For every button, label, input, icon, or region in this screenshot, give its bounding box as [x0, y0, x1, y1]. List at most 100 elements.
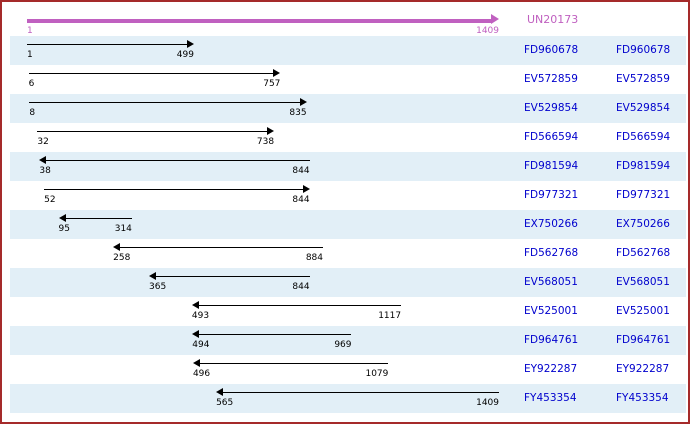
hit-end-coord: 835: [289, 108, 307, 118]
hsp-bar[interactable]: [37, 131, 268, 132]
hsp-bar[interactable]: [120, 247, 323, 248]
hit-start-coord: 38: [39, 166, 51, 176]
hit-start-coord: 95: [58, 224, 70, 234]
hit-row-band: [10, 181, 686, 210]
hsp-bar[interactable]: [199, 363, 389, 364]
hit-accession-link[interactable]: EV572859: [524, 73, 578, 85]
hit-end-coord: 499: [176, 50, 194, 60]
hsp-arrow-head-icon: [39, 156, 47, 164]
hsp-bar[interactable]: [46, 160, 310, 161]
hit-row: 32 738 FD566594 FD566594: [2, 123, 688, 152]
hit-row: 565 1409 FY453354 FY453354: [2, 384, 688, 413]
hit-accession-link[interactable]: EY922287: [524, 363, 578, 375]
hit-accession-link[interactable]: FD960678: [524, 44, 579, 56]
hit-accession-link[interactable]: FD562768: [524, 247, 579, 259]
hit-start-coord: 52: [44, 195, 56, 205]
hit-row-band: [10, 210, 686, 239]
hit-accession-link-secondary[interactable]: EV572859: [616, 73, 670, 85]
hsp-bar[interactable]: [156, 276, 310, 277]
hit-rows: 1 499 FD960678 FD960678 6 757 EV572859 EV572859…: [2, 36, 688, 413]
hit-row: 38 844 FD981594 FD981594: [2, 152, 688, 181]
hsp-bar[interactable]: [65, 218, 132, 219]
hit-end-coord: 1117: [378, 311, 402, 321]
hsp-bar[interactable]: [223, 392, 499, 393]
hit-row-band: [10, 123, 686, 152]
hsp-arrow-head-icon: [302, 185, 310, 193]
hsp-arrow-head-icon: [192, 330, 200, 338]
hit-row-band: [10, 297, 686, 326]
hit-accession-link[interactable]: FD977321: [524, 189, 579, 201]
hit-end-coord: 844: [292, 282, 310, 292]
hsp-arrow-head-icon: [186, 40, 194, 48]
hit-row-band: [10, 384, 686, 413]
hsp-arrow-head-icon: [267, 127, 275, 135]
hit-end-coord: 738: [256, 137, 275, 147]
hit-row-band: [10, 239, 686, 268]
hit-end-coord: 1079: [365, 369, 389, 379]
hsp-bar[interactable]: [198, 305, 402, 306]
hit-row: 496 1079 EY922287 EY922287: [2, 355, 688, 384]
hsp-bar[interactable]: [28, 73, 274, 74]
hit-accession-link-secondary[interactable]: FD977321: [616, 189, 671, 201]
hsp-bar[interactable]: [27, 44, 187, 45]
hit-accession-link-secondary[interactable]: FD981594: [616, 160, 671, 172]
hsp-bar[interactable]: [199, 334, 352, 335]
hit-accession-link[interactable]: FD566594: [524, 131, 579, 143]
query-start-coord: 1: [27, 26, 33, 36]
hit-end-coord: 1409: [476, 398, 499, 408]
hit-start-coord: 1: [27, 50, 33, 60]
hit-row-band: [10, 94, 686, 123]
hit-start-coord: 32: [37, 137, 49, 147]
hsp-arrow-head-icon: [273, 69, 281, 77]
query-bar: [27, 19, 491, 23]
hit-end-coord: 844: [292, 166, 310, 176]
hit-row-band: [10, 268, 686, 297]
hit-accession-link-secondary[interactable]: FY453354: [616, 392, 669, 404]
hit-end-coord: 757: [263, 79, 281, 89]
hit-accession-link-secondary[interactable]: EY922287: [616, 363, 670, 375]
hit-start-coord: 494: [192, 340, 210, 350]
hit-accession-link[interactable]: EV529854: [524, 102, 578, 114]
query-end-coord: 1409: [476, 26, 499, 36]
hit-row: 493 1117 EV525001 EV525001: [2, 297, 688, 326]
hit-accession-link[interactable]: FD964761: [524, 334, 579, 346]
hit-end-coord: 884: [305, 253, 323, 263]
hsp-arrow-head-icon: [113, 243, 121, 251]
hit-accession-link[interactable]: EV568051: [524, 276, 578, 288]
hit-accession-link-secondary[interactable]: FD566594: [616, 131, 671, 143]
hit-accession-link[interactable]: FD981594: [524, 160, 579, 172]
hit-row-band: [10, 65, 686, 94]
hit-accession-link-secondary[interactable]: EV568051: [616, 276, 670, 288]
hsp-arrow-head-icon: [216, 388, 224, 396]
hit-row: 6 757 EV572859 EV572859: [2, 65, 688, 94]
hit-accession-link-secondary[interactable]: EV525001: [616, 305, 670, 317]
hit-accession-link-secondary[interactable]: EX750266: [616, 218, 670, 230]
hit-row: 1 499 FD960678 FD960678: [2, 36, 688, 65]
hit-accession-link-secondary[interactable]: FD964761: [616, 334, 671, 346]
hit-accession-link[interactable]: EV525001: [524, 305, 578, 317]
hit-start-coord: 365: [149, 282, 167, 292]
hit-end-coord: 844: [292, 195, 310, 205]
hsp-bar[interactable]: [29, 102, 300, 103]
hsp-arrow-head-icon: [299, 98, 307, 106]
hit-row: 365 844 EV568051 EV568051: [2, 268, 688, 297]
query-arrow-head-icon: [491, 14, 499, 24]
hsp-bar[interactable]: [44, 189, 303, 190]
hsp-arrow-head-icon: [191, 301, 199, 309]
hit-accession-link-secondary[interactable]: EV529854: [616, 102, 670, 114]
hit-accession-link-secondary[interactable]: FD960678: [616, 44, 671, 56]
hit-start-coord: 565: [216, 398, 234, 408]
hit-start-coord: 493: [191, 311, 210, 321]
hit-row-band: [10, 152, 686, 181]
hit-accession-link[interactable]: EX750266: [524, 218, 578, 230]
hit-accession-link[interactable]: FY453354: [524, 392, 577, 404]
hit-accession-link-secondary[interactable]: FD562768: [616, 247, 671, 259]
hit-start-coord: 496: [192, 369, 211, 379]
hit-row-band: [10, 326, 686, 355]
hit-start-coord: 6: [28, 79, 35, 89]
